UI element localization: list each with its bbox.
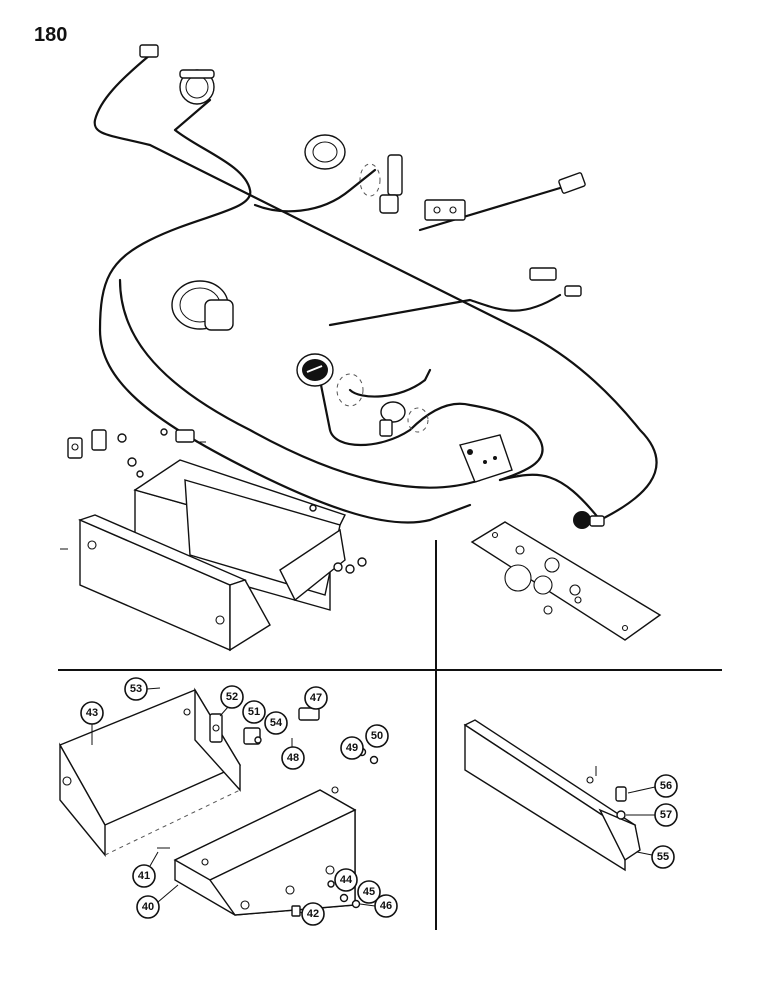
callouts: 53 43 52 51 54 47 48 49 50 41	[80, 677, 678, 926]
callout-46: 46	[374, 894, 398, 918]
bracket-top-right	[424, 199, 466, 221]
callout-label: 54	[270, 717, 283, 729]
tachometer	[296, 353, 364, 407]
callout-51: 51	[242, 700, 266, 724]
circuit-board	[459, 434, 513, 483]
callout-48: 48	[281, 746, 305, 770]
callout-label: 57	[660, 809, 672, 821]
hardware-41-46	[157, 847, 361, 917]
callout-label: 55	[657, 851, 669, 863]
gauge-large	[171, 280, 234, 331]
key-switch	[379, 401, 429, 437]
callout-label: 50	[371, 730, 383, 742]
callout-label: 41	[138, 870, 150, 882]
connector-right	[529, 267, 582, 297]
callout-label: 49	[346, 742, 358, 754]
switch-51	[243, 727, 262, 745]
housing-40	[173, 786, 357, 916]
dash-housing-upper	[133, 459, 367, 611]
callout-label: 51	[248, 706, 260, 718]
callout-40: 40	[136, 895, 160, 919]
callout-53: 53	[124, 677, 148, 701]
bolt-56-washer-57	[595, 766, 627, 820]
callout-49: 49	[340, 736, 364, 760]
callout-label: 42	[307, 908, 319, 920]
instrument-panel-plate	[470, 521, 662, 641]
gauge-small-top	[179, 69, 215, 105]
bracket-47	[298, 707, 320, 721]
callout-54: 54	[264, 711, 288, 735]
callout-50: 50	[365, 724, 389, 748]
callout-label: 53	[130, 683, 142, 695]
sender-unit	[379, 154, 403, 214]
callout-label: 56	[660, 780, 672, 792]
gauge-medium	[304, 134, 381, 197]
callout-45: 45	[357, 880, 381, 904]
callout-label: 46	[380, 900, 392, 912]
callout-55: 55	[651, 845, 675, 869]
callout-label: 40	[142, 901, 154, 913]
callout-42: 42	[301, 902, 325, 926]
wiring-harness	[93, 53, 658, 524]
harness-plug	[558, 172, 586, 194]
panel-55	[463, 719, 641, 872]
callout-label: 44	[340, 874, 353, 886]
callout-41: 41	[132, 864, 156, 888]
dash-front-panel-upper	[60, 514, 271, 652]
callout-label: 48	[287, 752, 299, 764]
callout-43: 43	[80, 701, 104, 725]
callout-label: 43	[86, 707, 98, 719]
bracket-hardware-left	[67, 428, 206, 478]
page-number: 180	[34, 24, 68, 46]
callout-52: 52	[220, 685, 244, 709]
warning-light	[573, 511, 605, 529]
callout-label: 52	[226, 691, 238, 703]
bracket-52	[209, 713, 223, 743]
callout-57: 57	[654, 803, 678, 827]
callout-47: 47	[304, 686, 328, 710]
section-dividers	[58, 540, 722, 930]
callout-56: 56	[654, 774, 678, 798]
connector-top	[139, 44, 159, 58]
callout-label: 45	[363, 886, 375, 898]
callout-label: 47	[310, 692, 322, 704]
callout-44: 44	[334, 868, 358, 892]
